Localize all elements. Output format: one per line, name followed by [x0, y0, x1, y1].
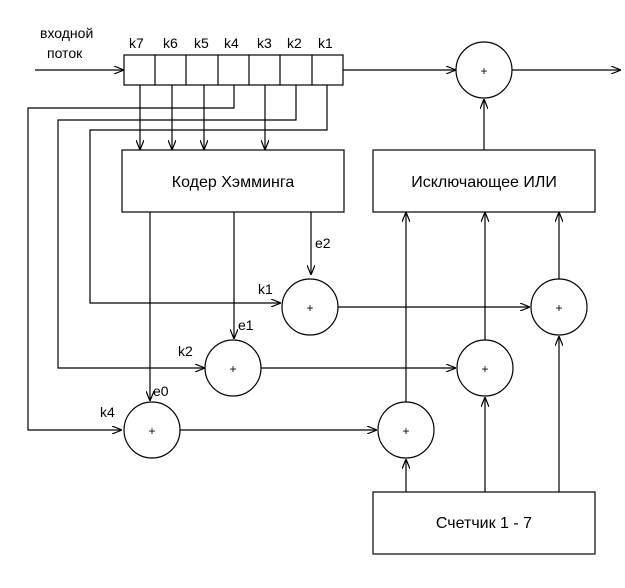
counter-block	[372, 491, 596, 555]
operator-plus: +	[229, 362, 236, 376]
operator-plus: +	[481, 362, 488, 376]
register-cell-k5: k5	[194, 35, 209, 51]
shift-register	[123, 54, 344, 86]
register-cell-k6: k6	[163, 35, 178, 51]
register-cell-k4: k4	[224, 35, 239, 51]
adder-output	[455, 41, 513, 99]
hamming-encoder-label: Кодер Хэмминга	[172, 174, 295, 191]
register-frame	[123, 54, 344, 86]
register-cell-k2: k2	[287, 35, 302, 51]
input-label-line1: входной	[40, 25, 93, 41]
k2-bypass-line	[57, 85, 297, 368]
hamming-encoder-block	[121, 149, 345, 213]
counter-label: Счетчик 1 - 7	[436, 515, 532, 532]
operator-plus: +	[480, 64, 487, 78]
xor-block	[372, 149, 596, 213]
signal-k2-label: k2	[178, 343, 193, 359]
operator-plus: +	[148, 424, 155, 438]
k1-bypass-line	[89, 85, 328, 303]
register-cell-k3: k3	[257, 35, 272, 51]
signal-k1-label: k1	[258, 281, 273, 297]
xor-label: Исключающее ИЛИ	[411, 174, 557, 191]
signal-k4-label: k4	[100, 404, 115, 420]
signal-e2-label: e2	[315, 235, 331, 251]
k4-bypass-line	[27, 85, 235, 430]
signal-e0-label: e0	[153, 383, 169, 399]
register-cell-k7: k7	[129, 35, 144, 51]
input-label-line2: поток	[47, 45, 83, 61]
operator-plus: +	[306, 301, 313, 315]
register-cell-k1: k1	[318, 35, 333, 51]
operator-plus: +	[555, 301, 562, 315]
operator-plus: +	[402, 424, 409, 438]
signal-e1-label: e1	[238, 317, 254, 333]
